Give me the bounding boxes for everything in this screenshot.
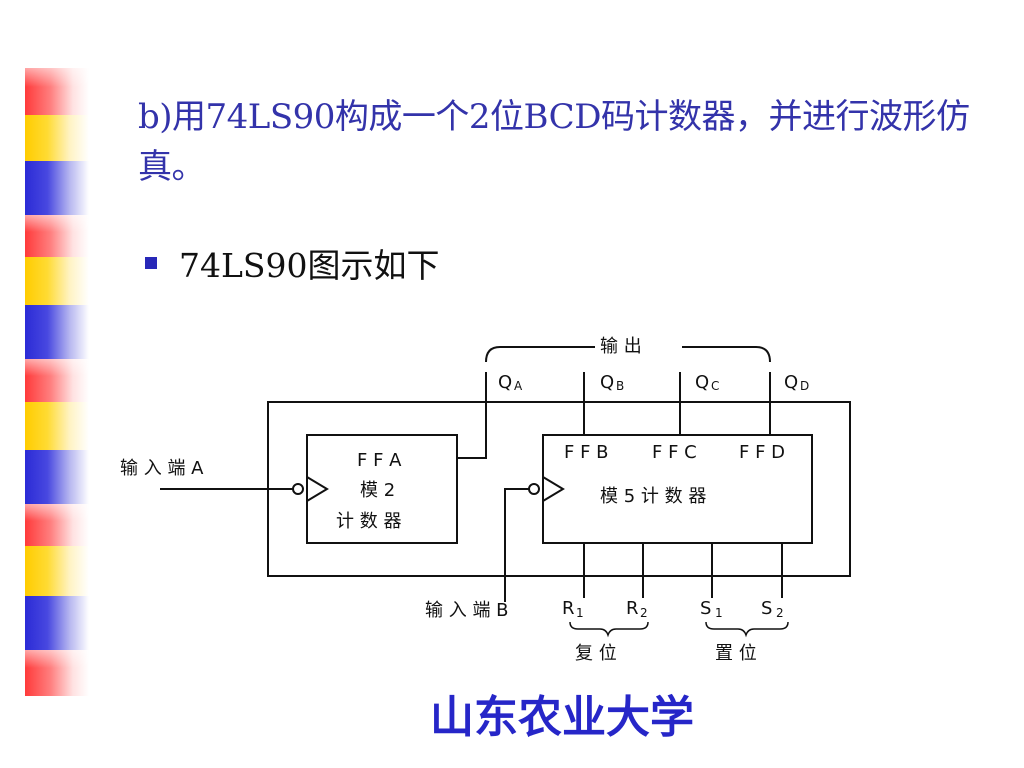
stripe-block-yellow bbox=[25, 115, 89, 161]
output-brace-right bbox=[682, 346, 771, 363]
input-b-label: 输 入 端 B bbox=[425, 600, 509, 621]
ffa-clock-triangle bbox=[306, 476, 329, 502]
ffb-label: F F B bbox=[564, 442, 609, 463]
input-b-wire bbox=[504, 488, 529, 602]
slide-title: b)用74LS90构成一个2位BCD码计数器，并进行波形仿真。 bbox=[138, 97, 970, 187]
reset-brace bbox=[569, 621, 649, 638]
s2-subscript: 2 bbox=[776, 606, 784, 620]
stripe-block-red bbox=[25, 359, 89, 402]
ffa-label: F F A bbox=[357, 450, 402, 471]
reset-label: 复 位 bbox=[575, 643, 617, 664]
set-brace bbox=[705, 621, 789, 638]
r2-subscript: 2 bbox=[640, 606, 648, 620]
mod5-box bbox=[542, 434, 813, 544]
stripe-block-yellow bbox=[25, 257, 89, 305]
square-bullet-icon bbox=[145, 257, 157, 269]
stripe-block-blue bbox=[25, 305, 89, 359]
qc-subscript: C bbox=[711, 379, 719, 393]
s1-subscript: 1 bbox=[715, 606, 723, 620]
stripe-block-yellow bbox=[25, 546, 89, 596]
ffa-counter-label: 计 数 器 bbox=[336, 511, 401, 532]
r2-label: R bbox=[626, 598, 639, 619]
footer-university: 山东农业大学 bbox=[430, 692, 694, 743]
input-a-bubble bbox=[292, 483, 304, 495]
s2-label: S bbox=[761, 598, 772, 619]
ffd-label: F F D bbox=[739, 442, 785, 463]
r1-label: R bbox=[562, 598, 575, 619]
outer-frame bbox=[267, 401, 851, 577]
stripe-block-red bbox=[25, 68, 89, 115]
qb-subscript: B bbox=[616, 379, 624, 393]
input-b-bubble bbox=[528, 483, 540, 495]
stripe-block-red bbox=[25, 504, 89, 546]
stripe-block-blue bbox=[25, 596, 89, 650]
mod5-clock-triangle bbox=[542, 476, 565, 502]
bullet-item: 74LS90图示如下 bbox=[145, 240, 440, 286]
qd-subscript: D bbox=[800, 379, 809, 393]
ffc-label: F F C bbox=[652, 442, 697, 463]
set-label: 置 位 bbox=[715, 643, 757, 664]
stripe-block-yellow bbox=[25, 402, 89, 450]
mod5-label: 模 5 计 数 器 bbox=[600, 486, 706, 507]
bullet-text: 74LS90图示如下 bbox=[179, 246, 440, 285]
qc-label: Q bbox=[695, 372, 709, 393]
input-a-label: 输 入 端 A bbox=[120, 458, 204, 479]
ffa-box bbox=[306, 434, 458, 544]
output-brace-left bbox=[485, 346, 595, 363]
qa-subscript: A bbox=[514, 379, 523, 393]
stripe-block-red bbox=[25, 650, 89, 696]
output-label: 输 出 bbox=[600, 336, 642, 357]
stripe-block-blue bbox=[25, 161, 89, 215]
r1-subscript: 1 bbox=[576, 606, 584, 620]
qa-label: Q bbox=[498, 372, 512, 393]
qd-label: Q bbox=[784, 372, 798, 393]
ffa-mod2-label: 模 2 bbox=[360, 480, 395, 501]
qb-label: Q bbox=[600, 372, 614, 393]
qa-wire bbox=[457, 372, 487, 459]
s1-label: S bbox=[700, 598, 711, 619]
stripe-block-red bbox=[25, 215, 89, 257]
stripe-block-blue bbox=[25, 450, 89, 504]
decorative-stripe bbox=[25, 68, 89, 696]
